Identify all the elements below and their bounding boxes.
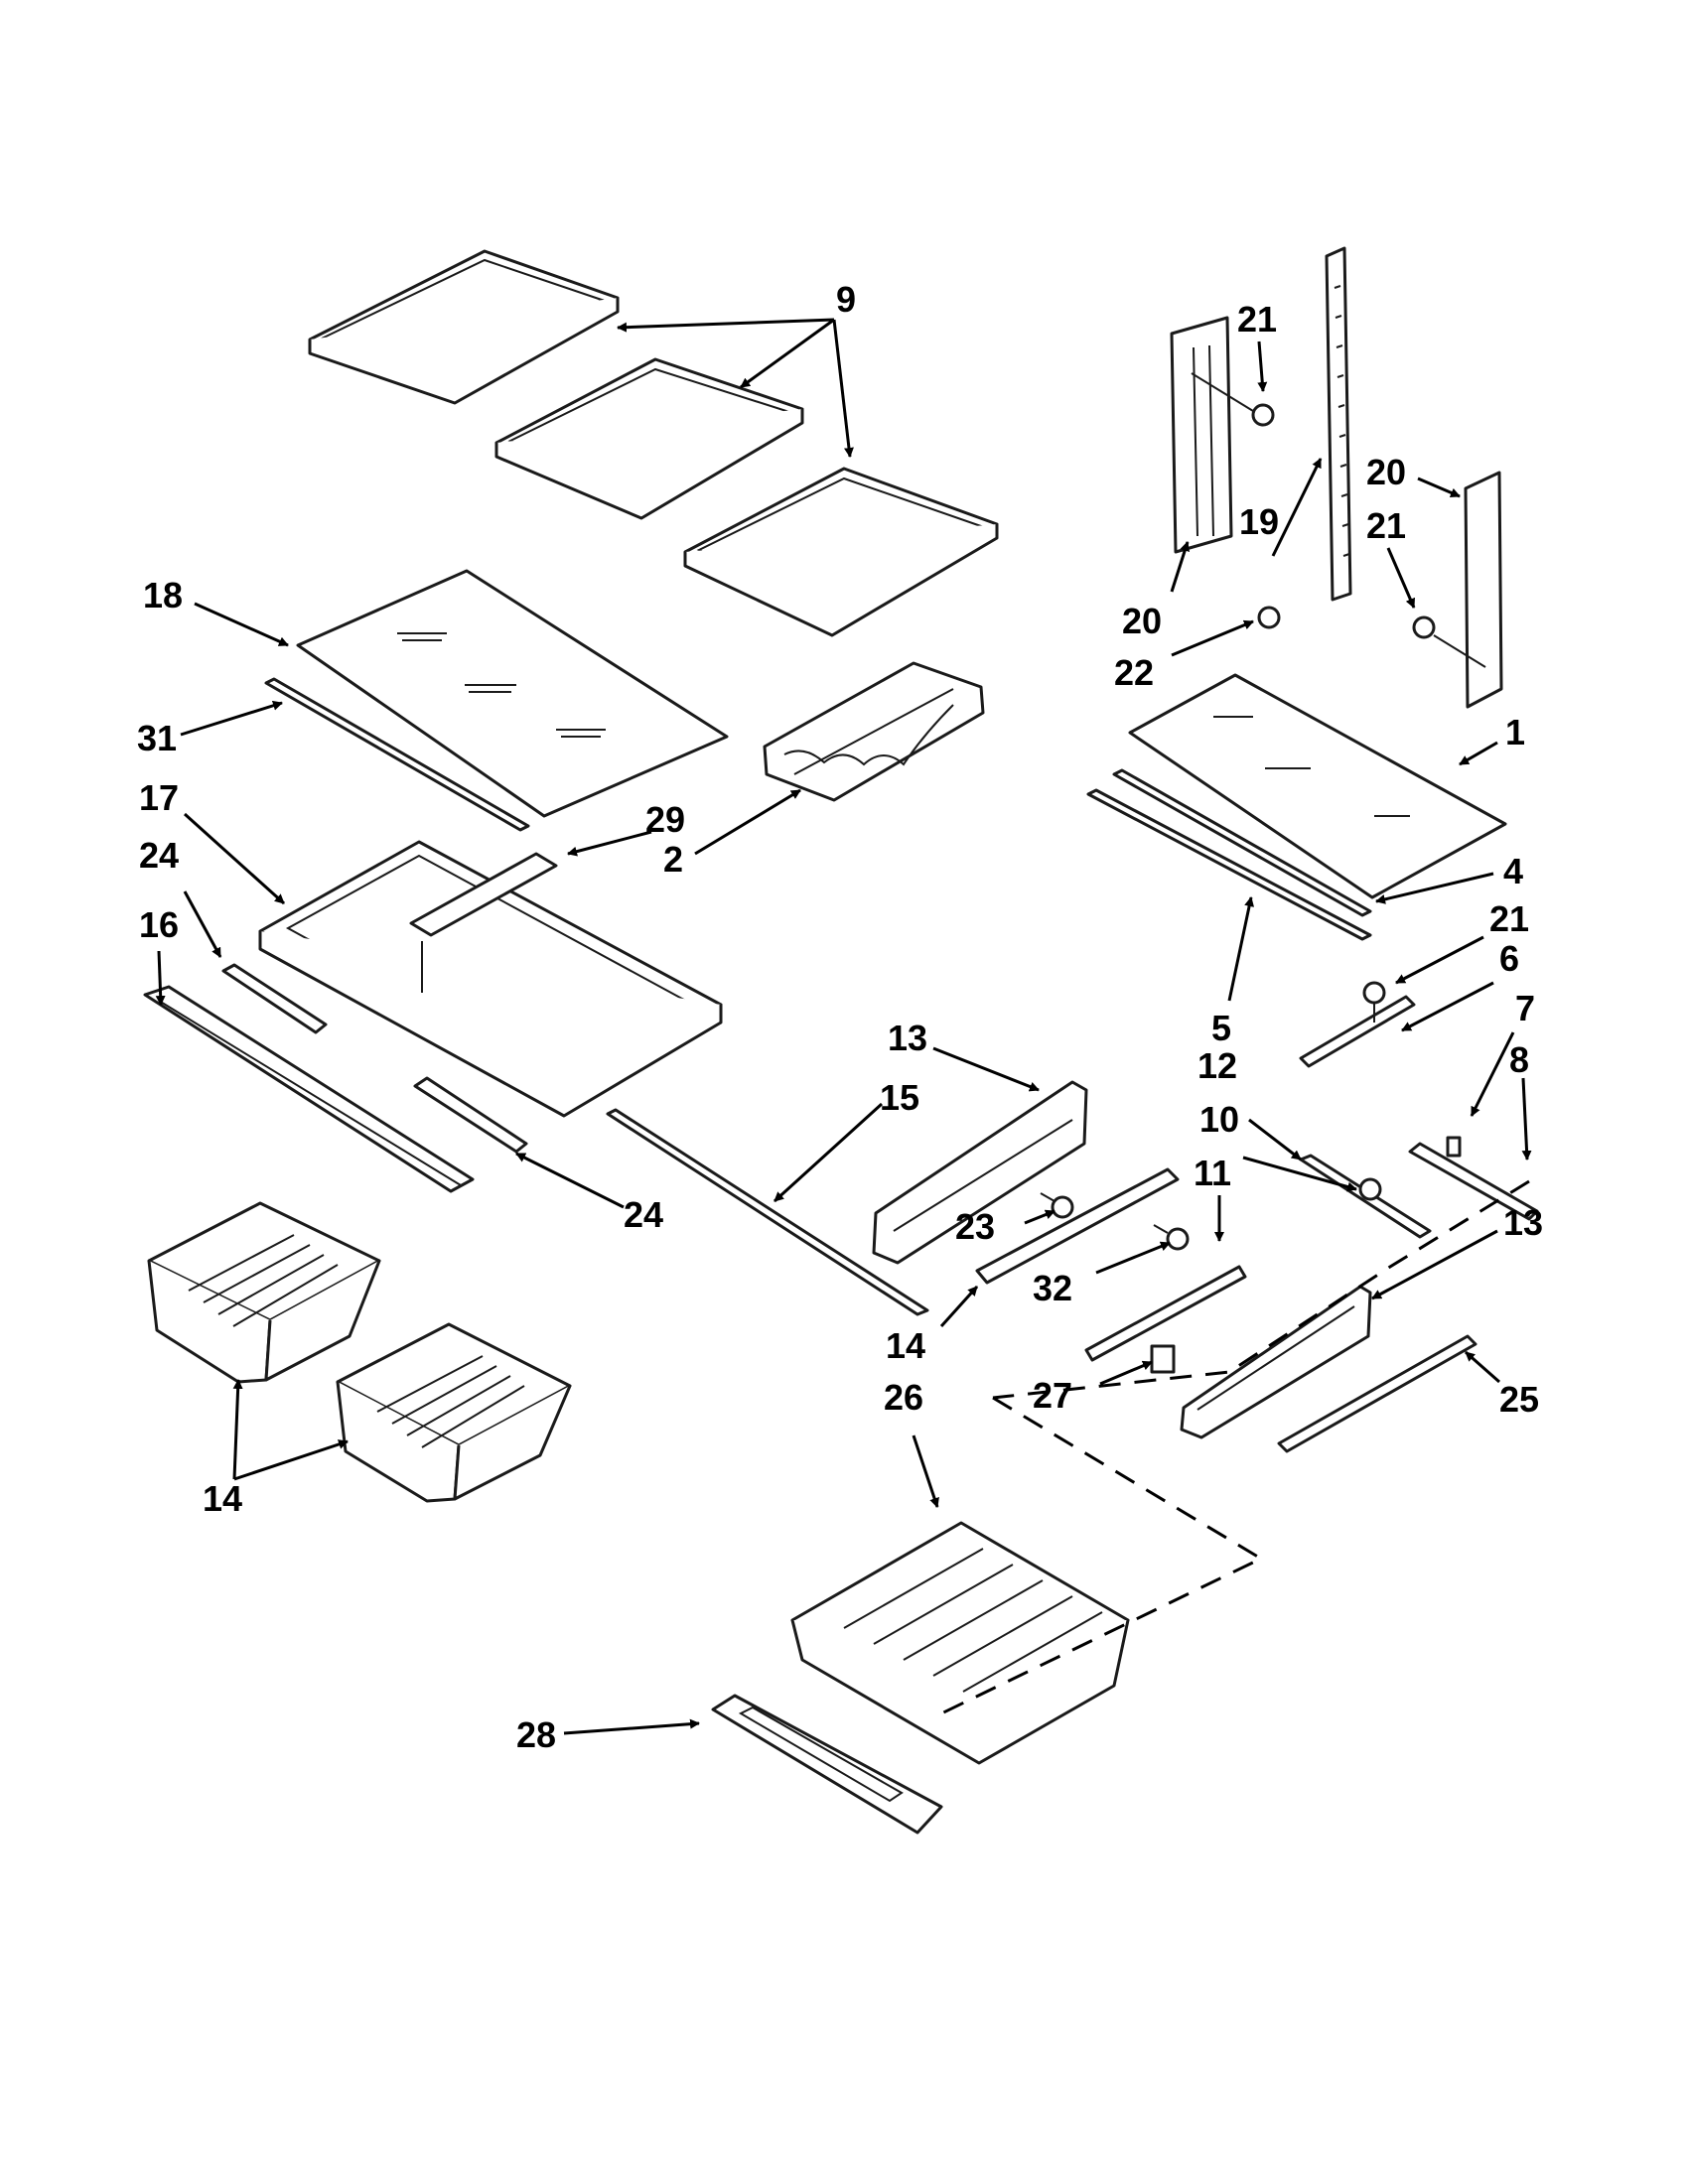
screw-21-upper [1191, 372, 1275, 427]
shelf-9-middle [494, 357, 804, 520]
callout-28: 28 [516, 1714, 556, 1755]
callout-27: 27 [1033, 1375, 1072, 1416]
screw-21-right [1412, 615, 1486, 668]
shelf-ladder-20-left [1170, 316, 1233, 554]
crisper-drawer-right [336, 1322, 572, 1503]
callout-4: 4 [1503, 851, 1523, 891]
screw-32 [1153, 1224, 1190, 1251]
callout-12: 12 [1197, 1045, 1237, 1086]
callout-6: 6 [1499, 938, 1519, 979]
callout-9: 9 [836, 279, 856, 320]
rail-11 [1084, 1265, 1247, 1362]
leader-lines [155, 318, 1532, 1735]
wine-rack-2 [763, 661, 985, 802]
callout-24-top: 24 [139, 835, 179, 876]
handle-rod-25 [1277, 1334, 1477, 1453]
callout-2: 2 [663, 839, 683, 880]
callout-18: 18 [143, 575, 183, 615]
callout-21-right: 21 [1366, 505, 1406, 546]
callout-19: 19 [1239, 501, 1279, 542]
callout-11: 11 [1194, 1153, 1231, 1193]
bracket-7-8 [1408, 1136, 1539, 1221]
trim-5 [1086, 788, 1372, 941]
callout-1: 1 [1505, 712, 1525, 752]
callout-21-top: 21 [1237, 299, 1277, 340]
shelf-9-right [683, 467, 999, 637]
callout-10: 10 [1199, 1099, 1239, 1140]
callout-29: 29 [645, 799, 685, 840]
callout-13-right: 13 [1503, 1202, 1543, 1243]
callout-20-right: 20 [1366, 452, 1406, 492]
screw-23 [1040, 1192, 1074, 1219]
screw-22 [1257, 606, 1281, 629]
callout-22: 22 [1114, 652, 1154, 693]
callout-14-slide: 14 [886, 1325, 925, 1366]
callout-20-left: 20 [1122, 601, 1162, 641]
callout-14-drawers: 14 [203, 1478, 242, 1519]
front-panel-28 [711, 1694, 943, 1835]
shelf-ladder-19 [1325, 246, 1352, 602]
glass-shelf-18 [296, 569, 729, 818]
callout-16: 16 [139, 904, 179, 945]
clip-27 [1150, 1344, 1176, 1374]
callout-31: 31 [137, 718, 177, 758]
callout-26: 26 [884, 1377, 923, 1418]
screw-12 [1358, 1177, 1382, 1201]
callout-5: 5 [1211, 1008, 1231, 1048]
callout-24-bottom: 24 [624, 1194, 663, 1235]
screw-21-lower [1362, 981, 1386, 1023]
basket-26 [790, 1521, 1130, 1765]
callout-labels: 9 18 31 17 29 2 24 16 24 15 13 23 32 14 … [137, 279, 1543, 1755]
glass-shelf-1 [1128, 673, 1507, 899]
callout-25: 25 [1499, 1379, 1539, 1420]
shelf-9-left [308, 249, 620, 405]
trim-4 [1112, 768, 1372, 917]
callout-17: 17 [139, 777, 179, 818]
trim-strip-31 [264, 677, 530, 832]
callout-32: 32 [1033, 1268, 1072, 1308]
assembly-dashed-lines [932, 1179, 1530, 1719]
crisper-frame-17 [221, 840, 723, 1154]
callout-15: 15 [880, 1077, 919, 1118]
rail-strip-15 [606, 1108, 929, 1316]
callout-7: 7 [1515, 988, 1535, 1028]
callout-21-lower: 21 [1489, 898, 1529, 939]
slide-14 [975, 1167, 1180, 1285]
crisper-drawer-left [147, 1201, 381, 1384]
callout-8: 8 [1509, 1039, 1529, 1080]
drawer-support-13-left [872, 1080, 1088, 1265]
shelf-ladder-20-right [1464, 471, 1503, 709]
callout-23: 23 [955, 1206, 995, 1247]
bracket-6 [1299, 995, 1416, 1068]
callout-13-left: 13 [888, 1018, 927, 1058]
